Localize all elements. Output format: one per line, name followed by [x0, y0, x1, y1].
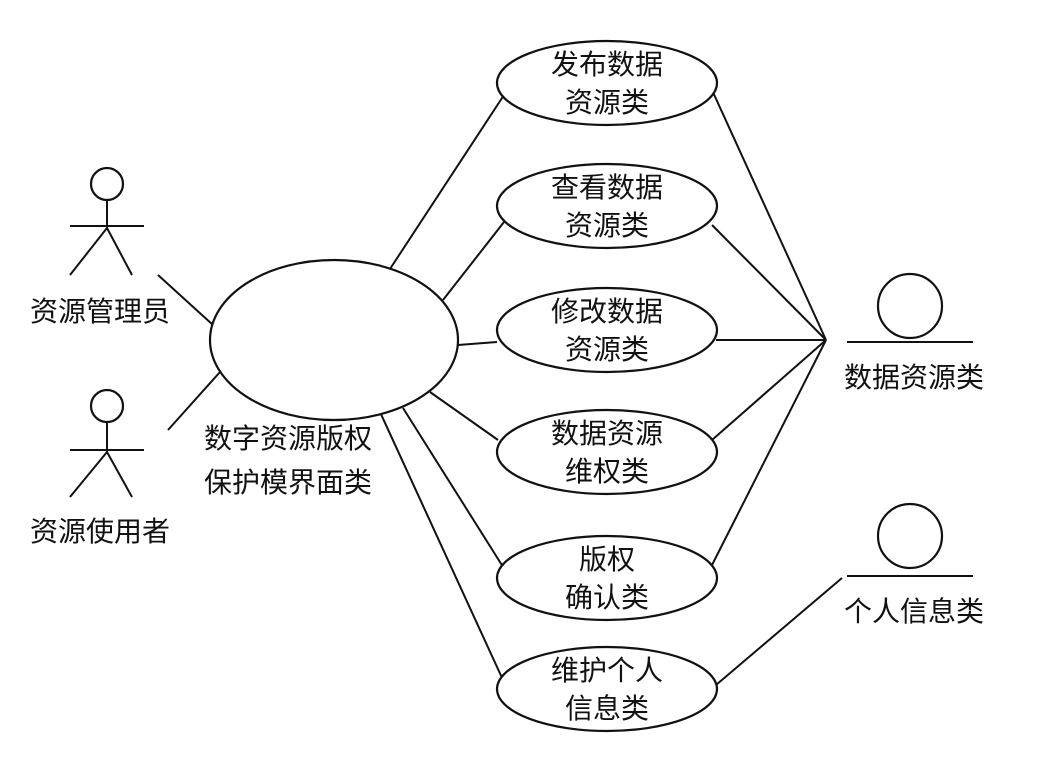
control-view: 查看数据 资源类	[495, 162, 719, 250]
entity-label-data-resource: 数据资源类	[844, 361, 984, 394]
boundary-label-line1: 数字资源版权	[204, 422, 372, 455]
actor-resource-manager: 资源管理员	[30, 166, 170, 328]
edge-view-data	[711, 224, 827, 341]
edge-rights-data	[711, 339, 827, 441]
edge-boundary-rights	[429, 391, 499, 441]
actor-resource-user: 资源使用者	[30, 388, 170, 548]
control-personal-line1: 维护个人	[551, 654, 663, 687]
control-rights-line1: 数据资源	[551, 417, 663, 450]
entity-label-personal-info: 个人信息类	[844, 595, 984, 628]
control-publish-line2: 资源类	[565, 86, 649, 119]
edge-boundary-confirm	[402, 407, 506, 571]
boundary-ellipse	[208, 258, 460, 422]
entity-icon	[847, 502, 973, 577]
control-personal: 维护个人 信息类	[495, 645, 719, 733]
edge-boundary-modify	[457, 341, 498, 346]
control-publish-line1: 发布数据	[551, 48, 663, 81]
control-rights: 数据资源 维权类	[495, 408, 719, 496]
control-rights-line2: 维权类	[565, 455, 649, 488]
connectors	[157, 89, 843, 686]
stick-figure-icon	[69, 166, 144, 276]
control-modify: 修改数据 资源类	[495, 286, 719, 374]
actor-label-manager: 资源管理员	[30, 295, 170, 328]
edge-publish-data	[711, 89, 827, 341]
edge-personal-info	[715, 577, 843, 686]
entity-icon	[847, 272, 973, 343]
control-confirm-line2: 确认类	[565, 581, 649, 614]
entity-data-resource: 数据资源类	[844, 272, 984, 394]
control-publish: 发布数据 资源类	[495, 39, 719, 127]
control-personal-line2: 信息类	[565, 692, 649, 725]
edge-boundary-personal	[379, 411, 504, 681]
control-view-line1: 查看数据	[551, 171, 663, 204]
edge-confirm-data	[711, 339, 827, 566]
boundary-digital-copyright: 数字资源版权 保护模界面类	[204, 258, 460, 499]
control-modify-line2: 资源类	[565, 333, 649, 366]
boundary-label-line2: 保护模界面类	[204, 466, 372, 499]
control-confirm-line1: 版权	[579, 543, 635, 576]
control-confirm: 版权 确认类	[495, 534, 719, 622]
actor-label-user: 资源使用者	[30, 515, 170, 548]
control-view-line2: 资源类	[565, 209, 649, 242]
edge-boundary-publish	[387, 94, 505, 273]
control-modify-line1: 修改数据	[551, 295, 663, 328]
stick-figure-icon	[69, 388, 144, 498]
edge-user-boundary	[167, 371, 221, 431]
edge-manager-boundary	[157, 274, 214, 326]
entity-personal-info: 个人信息类	[844, 502, 984, 628]
edge-boundary-view	[442, 221, 505, 301]
